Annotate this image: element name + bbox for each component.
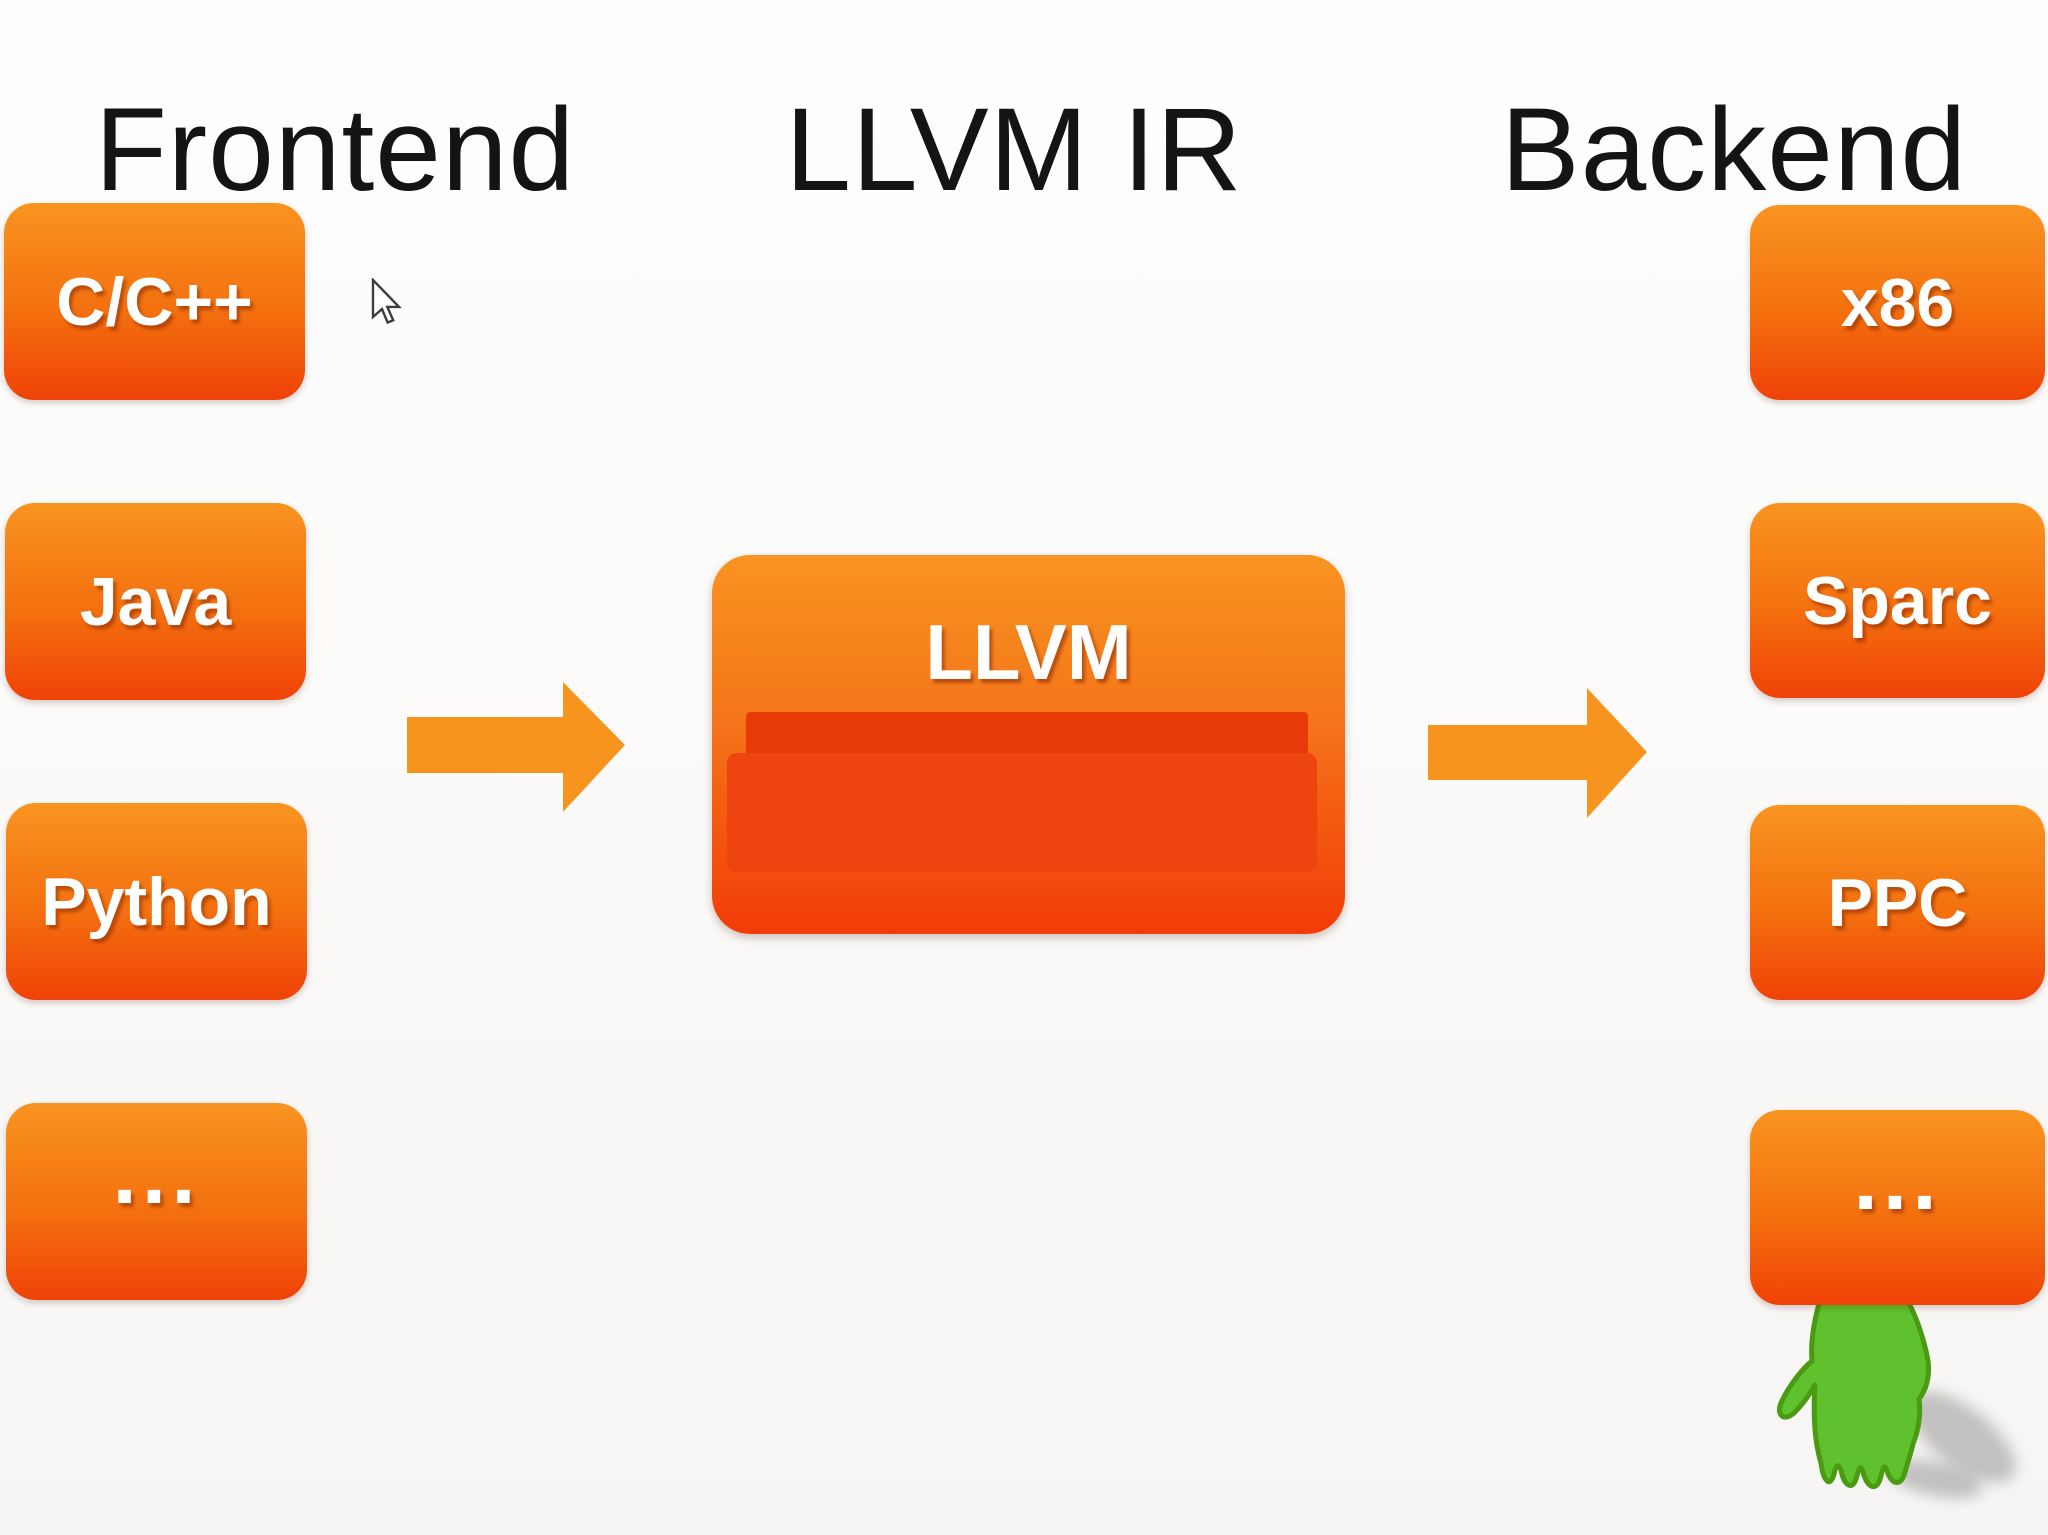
llvm-ir-node-label: LLVM — [925, 608, 1132, 696]
backend-title: Backend — [1500, 84, 1968, 216]
backend-node-x86-label: x86 — [1840, 264, 1955, 341]
hand-pointer-icon — [1777, 1295, 1932, 1489]
frontend-node-more: ... — [6, 1103, 307, 1300]
backend-node-sparc: Sparc — [1750, 503, 2045, 698]
backend-node-ppc-label: PPC — [1827, 864, 1968, 941]
frontend-node-python-label: Python — [41, 863, 272, 940]
llvm-ir-title: LLVM IR — [785, 84, 1243, 216]
backend-node-ppc: PPC — [1750, 805, 2045, 1000]
frontend-node-java: Java — [5, 503, 306, 700]
frontend-title: Frontend — [94, 84, 576, 216]
mouse-pointer-icon — [371, 278, 402, 325]
frontend-node-python: Python — [6, 803, 307, 1000]
frontend-node-cpp: C/C++ — [4, 203, 305, 400]
llvm-ir-node: LLVM — [712, 555, 1345, 934]
frontend-node-java-label: Java — [79, 563, 232, 640]
flow-arrow-frontend-to-llvm right-arrow-icon — [407, 682, 625, 812]
frontend-node-cpp-label: C/C++ — [56, 263, 253, 340]
backend-node-more: ... — [1750, 1110, 2045, 1305]
redacted-band-top — [746, 712, 1308, 756]
redacted-band-main — [727, 753, 1317, 872]
backend-node-x86: x86 — [1750, 205, 2045, 400]
frontend-node-more-label: ... — [112, 1122, 201, 1222]
backend-node-more-label: ... — [1853, 1128, 1942, 1228]
backend-node-sparc-label: Sparc — [1803, 562, 1992, 639]
flow-arrow-llvm-to-backend right-arrow-icon — [1428, 688, 1647, 818]
